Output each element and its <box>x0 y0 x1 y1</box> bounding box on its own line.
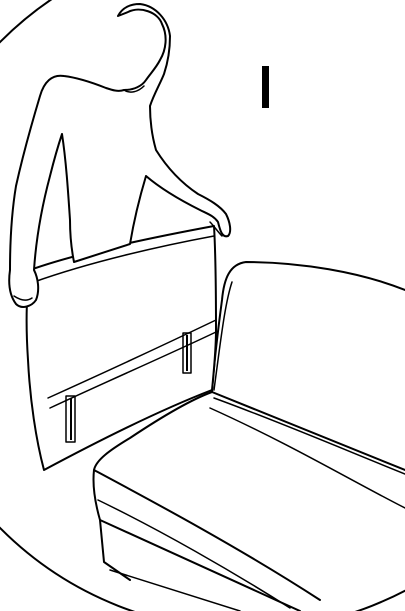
armchair-base-edge-2 <box>98 500 290 608</box>
armchair-seat-top-edge <box>214 398 405 474</box>
step-marker-bar <box>262 66 269 108</box>
armchair-seat-front-edge <box>94 470 320 600</box>
armchair-back <box>212 262 405 470</box>
armchair-base-edge <box>110 570 240 611</box>
